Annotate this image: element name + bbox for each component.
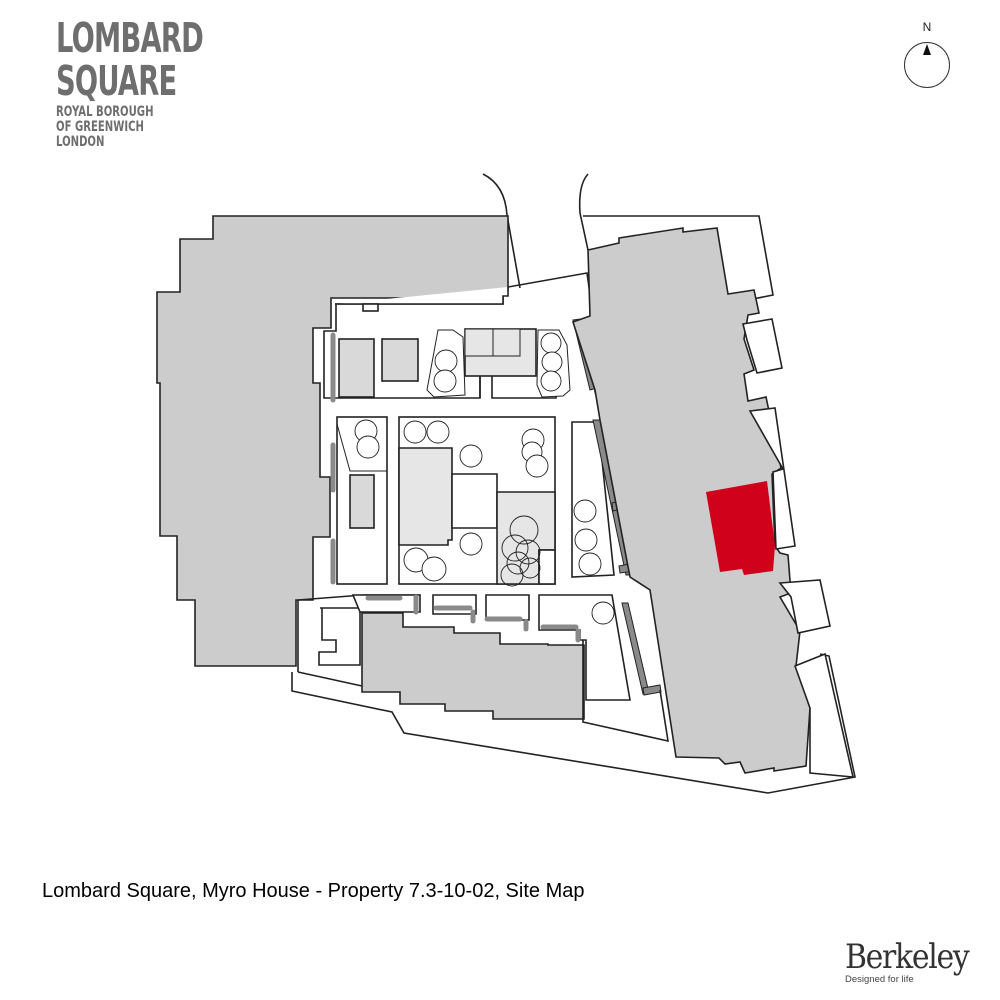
north-compass: N [902, 20, 952, 92]
logo-line-1: LOMBARD [56, 14, 204, 62]
berkeley-logo: Berkeley Designed for life [845, 940, 985, 985]
central-block-d [538, 549, 556, 585]
south-building [361, 612, 585, 720]
north-arrow-icon [923, 44, 931, 55]
access-road-right [578, 173, 589, 251]
myro-east-annex-1 [742, 318, 783, 374]
south-west-lot [318, 607, 361, 666]
central-block-a [398, 447, 453, 546]
compass-ring-icon [904, 42, 950, 88]
myro-east-annex-4 [793, 652, 855, 778]
brand-name: Berkeley [845, 937, 970, 977]
trees [354, 332, 615, 625]
bench-notch [362, 303, 379, 312]
south-lot-2 [432, 594, 477, 615]
logo-sub-3: LONDON [56, 134, 105, 150]
logo-sub-2: OF GREENWICH [56, 119, 144, 135]
myro-east-annex-2 [748, 407, 796, 550]
central-block-b [451, 473, 498, 529]
west-building [156, 215, 509, 667]
pavilion-room-a [464, 328, 494, 357]
lombard-square-logo: LOMBARD SQUARE ROYAL BOROUGH OF GREENWIC… [56, 18, 255, 150]
inner-boundary-south [582, 640, 669, 743]
west-planter-slope [336, 423, 387, 472]
logo-line-2: SQUARE [56, 57, 177, 105]
logo-sub-1: ROYAL BOROUGH [56, 104, 154, 120]
access-road-left [482, 173, 521, 289]
site-boundary-south [291, 653, 856, 794]
south-lot-3 [485, 594, 530, 621]
map-caption: Lombard Square, Myro House - Property 7.… [42, 880, 585, 902]
north-label: N [922, 20, 932, 34]
pavilion-room-b [492, 328, 521, 357]
myro-east-annex-3 [778, 579, 831, 634]
west-planter-block [349, 474, 375, 529]
tree-cluster [500, 515, 541, 587]
garden-block-2 [381, 338, 419, 382]
site-boundary-north-east [583, 215, 774, 300]
garden-block-1 [338, 338, 375, 398]
brand-tagline: Designed for life [845, 974, 914, 985]
site-boundary-upper-link [507, 272, 594, 321]
inner-boundary-west [297, 671, 363, 687]
highlighted-unit-7-3-10-02 [706, 481, 775, 575]
myro-house-building [571, 227, 811, 774]
